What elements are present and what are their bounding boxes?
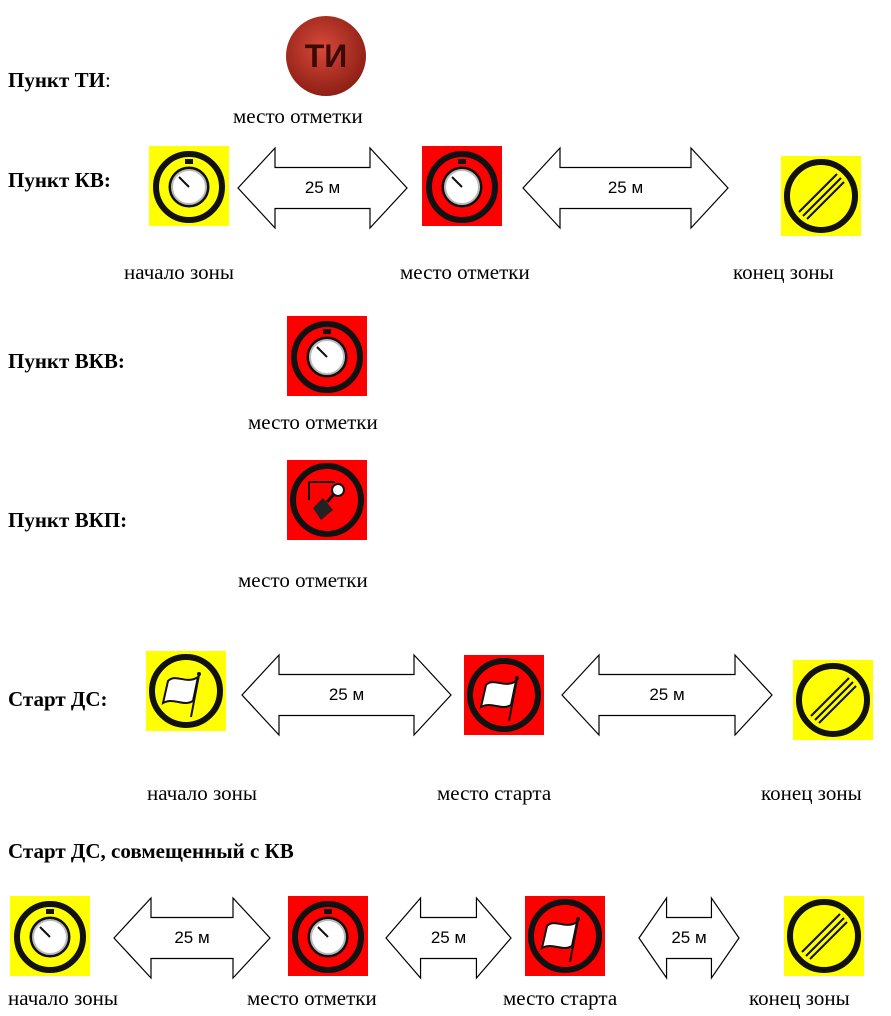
ti-badge-icon: ТИ (284, 14, 368, 98)
stopwatch-icon (149, 146, 229, 226)
ds-kv-caption-mark: место отметки (247, 986, 377, 1010)
kv-caption-start: начало зоны (124, 260, 235, 284)
stopwatch-icon (288, 896, 368, 976)
distance-arrow: 25 м (237, 146, 408, 230)
stamp-icon (287, 460, 367, 540)
distance-arrow: 25 м (522, 146, 729, 230)
distance-arrow: 25 м (638, 896, 740, 980)
stopwatch-icon (287, 316, 367, 396)
end-zone-icon (781, 156, 861, 236)
ti-caption: место отметки (233, 104, 363, 128)
ds-kv-caption-start: начало зоны (8, 986, 119, 1010)
ds-kv-caption-end: конец зоны (749, 986, 850, 1010)
ds-kv-caption-start2: место старта (503, 986, 618, 1010)
ds-caption-start: начало зоны (147, 781, 258, 805)
vkv-heading: Пункт ВКВ: (8, 349, 125, 373)
svg-text:ТИ: ТИ (305, 38, 348, 74)
stopwatch-icon (422, 146, 502, 226)
ds-caption-end: конец зоны (761, 781, 862, 805)
kv-caption-mark: место отметки (400, 260, 530, 284)
ds-kv-heading: Старт ДС, совмещенный с КВ (8, 839, 294, 863)
ds-heading: Старт ДС: (8, 687, 108, 711)
vkp-heading: Пункт ВКП: (8, 508, 128, 532)
end-zone-icon (784, 896, 864, 976)
kv-heading: Пункт КВ: (8, 168, 111, 192)
ds-caption-mark: место старта (437, 781, 552, 805)
distance-arrow: 25 м (113, 896, 271, 980)
ti-heading: Пункт ТИ: (8, 68, 111, 92)
end-zone-icon (793, 660, 873, 740)
kv-caption-end: конец зоны (733, 260, 834, 284)
flag-icon (525, 896, 605, 976)
vkv-caption: место отметки (248, 410, 378, 434)
distance-arrow: 25 м (385, 896, 512, 980)
flag-icon (464, 655, 544, 735)
flag-icon (146, 651, 226, 731)
distance-arrow: 25 м (241, 653, 452, 737)
vkp-caption: место отметки (238, 568, 368, 592)
stopwatch-icon (10, 896, 90, 976)
distance-arrow: 25 м (561, 653, 773, 737)
